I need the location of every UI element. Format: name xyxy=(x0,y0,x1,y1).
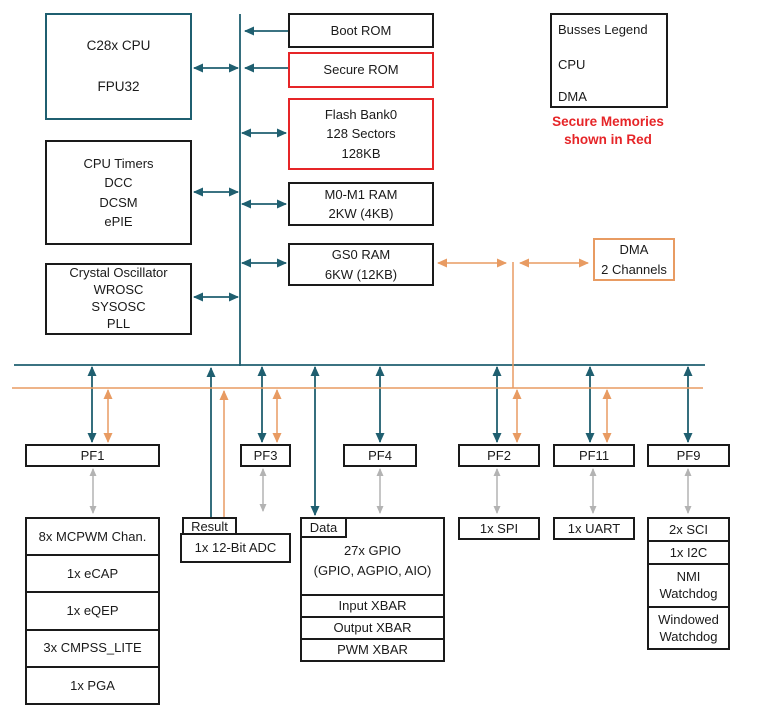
block-flash-bank0: Flash Bank0 128 Sectors 128KB xyxy=(288,98,434,170)
control-peripherals-stack: 8x MCPWM Chan. 1x eCAP 1x eQEP 3x CMPSS_… xyxy=(25,517,160,705)
block-cpu-timers: CPU Timers DCC DCSM ePIE xyxy=(45,140,192,245)
legend-dma-label: DMA xyxy=(558,89,587,104)
block-input-xbar: Input XBAR xyxy=(302,594,443,616)
block-c28x-cpu: C28x CPU FPU32 xyxy=(45,13,192,120)
block-pga: 1x PGA xyxy=(27,665,158,703)
block-pf1: PF1 xyxy=(25,444,160,467)
block-adc: 1x 12-Bit ADC xyxy=(180,533,291,563)
gpio-group: Data 27x GPIO (GPIO, AGPIO, AIO) Input X… xyxy=(300,517,445,662)
block-secure-rom: Secure ROM xyxy=(288,52,434,88)
block-pf11: PF11 xyxy=(553,444,635,467)
block-ecap: 1x eCAP xyxy=(27,554,158,591)
busses-legend: Busses Legend CPU DMA xyxy=(550,13,668,108)
block-eqep: 1x eQEP xyxy=(27,591,158,628)
block-output-xbar: Output XBAR xyxy=(302,616,443,638)
block-dma: DMA 2 Channels xyxy=(593,238,675,281)
secure-memories-note: Secure Memories shown in Red xyxy=(552,114,664,148)
legend-title: Busses Legend xyxy=(558,22,648,37)
block-boot-rom: Boot ROM xyxy=(288,13,434,48)
block-pf9: PF9 xyxy=(647,444,730,467)
block-pwm-xbar: PWM XBAR xyxy=(302,638,443,660)
block-pf2: PF2 xyxy=(458,444,540,467)
block-sci: 2x SCI xyxy=(668,521,708,537)
block-windowed-watchdog: Windowed Watchdog xyxy=(649,606,728,648)
block-pf3: PF3 xyxy=(240,444,291,467)
block-pf4: PF4 xyxy=(343,444,417,467)
block-uart: 1x UART xyxy=(553,517,635,540)
block-gpio: 27x GPIO (GPIO, AGPIO, AIO) xyxy=(313,543,432,578)
block-m0m1-ram: M0-M1 RAM 2KW (4KB) xyxy=(288,182,434,226)
block-gs0-ram: GS0 RAM 6KW (12KB) xyxy=(288,243,434,286)
adc-result-tab: Result xyxy=(182,517,237,535)
block-spi: 1x SPI xyxy=(458,517,540,540)
block-nmi-watchdog: NMI Watchdog xyxy=(649,562,728,607)
gpio-data-tab: Data xyxy=(300,517,347,538)
legend-cpu-label: CPU xyxy=(558,57,586,72)
block-mcpwm: 8x MCPWM Chan. xyxy=(38,528,147,544)
block-crystal-oscillator: Crystal Oscillator WROSC SYSOSC PLL xyxy=(45,263,192,335)
block-i2c: 1x I2C xyxy=(649,540,728,562)
comms-stack: 2x SCI 1x I2C NMI Watchdog Windowed Watc… xyxy=(647,517,730,650)
block-cmpss-lite: 3x CMPSS_LITE xyxy=(27,628,158,666)
